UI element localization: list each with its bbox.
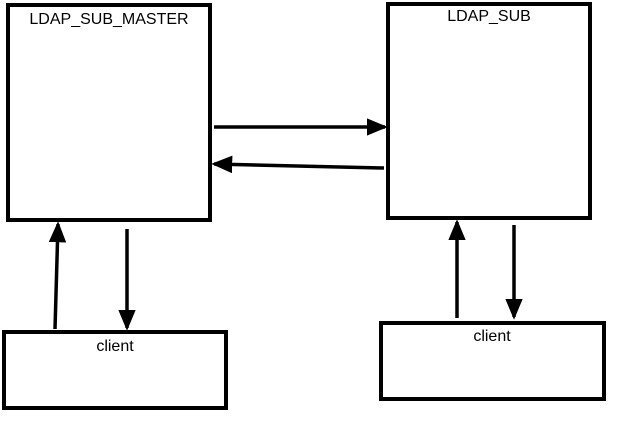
node-client-right-label: client [473, 328, 511, 345]
node-ldap-sub-box [386, 2, 592, 220]
node-client-left-label: client [96, 338, 134, 355]
node-ldap-sub-label: LDAP_SUB [447, 8, 531, 25]
node-client-left-box [2, 330, 228, 410]
edge-client-left-to-master [48, 221, 67, 330]
node-ldap-sub-master-box [6, 3, 212, 222]
node-ldap-sub-master: LDAP_SUB_MASTER [6, 3, 212, 222]
node-client-left: client [2, 330, 228, 410]
node-ldap-sub-master-label: LDAP_SUB_MASTER [29, 11, 188, 28]
node-client-right: client [379, 321, 606, 401]
edge-sub-to-master [211, 155, 385, 174]
node-client-right-box [379, 321, 606, 401]
node-ldap-sub: LDAP_SUB [386, 2, 592, 220]
